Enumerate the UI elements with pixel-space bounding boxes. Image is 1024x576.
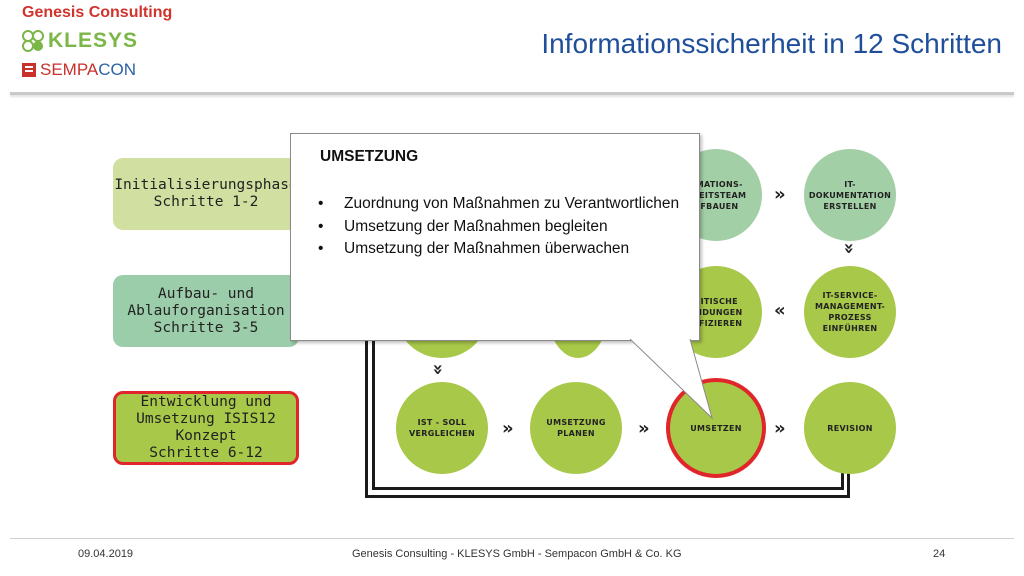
arrow-right-icon: » — [502, 418, 514, 439]
callout-title: UMSETZUNG — [320, 148, 419, 165]
klesys-clover-icon — [22, 30, 44, 52]
sempacon-wordmark-part2: CON — [98, 60, 137, 79]
genesis-consulting-logo: Genesis Consulting — [22, 4, 173, 21]
header-divider — [10, 92, 1014, 95]
arrow-down-icon: » — [838, 242, 860, 255]
step-revision: REVISION — [804, 382, 896, 474]
callout-item: Umsetzung der Maßnahmen überwachen — [318, 238, 688, 261]
step-label: UMSETZUNG PLANEN — [546, 418, 606, 438]
callout-item: Umsetzung der Maßnahmen begleiten — [318, 216, 688, 239]
sempacon-logo: SEMPACON — [22, 60, 136, 80]
step-label: IT-DOKUMENTATION ERSTELLEN — [808, 179, 892, 211]
step-label: IST - SOLL VERGLEICHEN — [409, 418, 475, 438]
phase-label: Entwicklung und Umsetzung ISIS12 Konzept… — [136, 394, 276, 461]
callout-list: Zuordnung von Maßnahmen zu Verantwortlic… — [318, 193, 688, 261]
phase-initialisierung: Initialisierungsphase Schritte 1-2 — [113, 158, 299, 230]
footer-date: 09.04.2019 — [78, 548, 134, 560]
step-label: RMATIONS- RHEITSTEAM UFBAUEN — [685, 179, 747, 211]
arrow-left-icon: « — [774, 300, 786, 321]
arrow-right-icon: » — [774, 184, 786, 205]
flow-frame-return — [847, 470, 850, 498]
callout-item: Zuordnung von Maßnahmen zu Verantwortlic… — [318, 193, 688, 216]
phase-aufbau: Aufbau- und Ablauforganisation Schritte … — [113, 275, 299, 347]
step-umsetzung-planen: UMSETZUNG PLANEN — [530, 382, 622, 474]
flow-frame-return-inner — [841, 470, 844, 490]
step-label: REVISION — [827, 423, 873, 433]
step-ist-soll: IST - SOLL VERGLEICHEN — [396, 382, 488, 474]
sempacon-wordmark-part1: SEMPA — [40, 60, 99, 79]
footer-divider — [10, 538, 1014, 539]
callout-pointer — [629, 338, 713, 420]
footer-company: Genesis Consulting - KLESYS GmbH - Sempa… — [352, 548, 682, 560]
step-label: IT-SERVICE- MANAGEMENT- PROZESS EINFÜHRE… — [814, 291, 886, 333]
step-it-dokumentation: IT-DOKUMENTATION ERSTELLEN — [804, 149, 896, 241]
step-label: UMSETZEN — [690, 423, 742, 433]
arrow-right-icon: » — [774, 418, 786, 439]
step-label: RITISCHE ENDUNGEN TIFIZIEREN — [689, 296, 743, 328]
klesys-wordmark: KLESYS — [48, 29, 139, 52]
sempacon-mark-icon — [22, 63, 36, 77]
phase-entwicklung: Entwicklung und Umsetzung ISIS12 Konzept… — [113, 391, 299, 465]
arrow-down-icon: » — [427, 363, 449, 376]
step-itsm-prozess: IT-SERVICE- MANAGEMENT- PROZESS EINFÜHRE… — [804, 266, 896, 358]
page-number: 24 — [933, 548, 946, 560]
sempacon-wordmark: SEMPACON — [40, 60, 136, 80]
phase-label: Initialisierungsphase Schritte 1-2 — [114, 177, 298, 210]
step-umsetzen: UMSETZEN — [666, 378, 766, 478]
arrow-right-icon: » — [638, 418, 650, 439]
phase-label: Aufbau- und Ablauforganisation Schritte … — [127, 285, 285, 336]
page-title: Informationssicherheit in 12 Schritten — [541, 28, 1002, 59]
klesys-logo: KLESYS — [22, 29, 139, 52]
